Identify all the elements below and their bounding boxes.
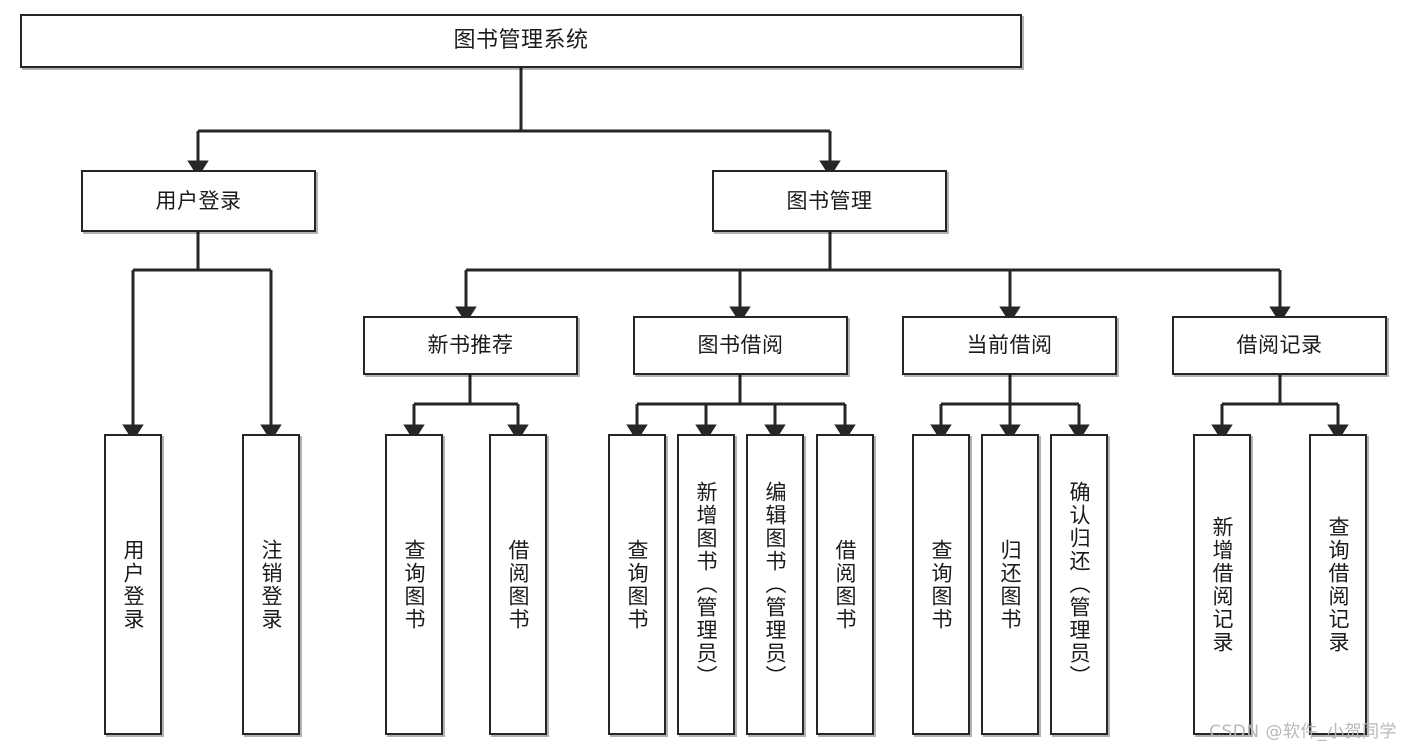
- node-leaf-borrow-book-1[interactable]: 借阅图书: [489, 434, 547, 735]
- node-root[interactable]: 图书管理系统: [20, 14, 1022, 68]
- node-leaf-user-login[interactable]: 用户登录: [104, 434, 162, 735]
- node-leaf-add-borrow-record[interactable]: 新增借阅记录: [1193, 434, 1251, 735]
- node-borrow-record-label: 借阅记录: [1236, 333, 1323, 358]
- node-leaf-query-book-3-label: 查询图书: [929, 538, 954, 631]
- node-leaf-query-book-2-label: 查询图书: [625, 538, 650, 631]
- node-leaf-borrow-book-2-label: 借阅图书: [833, 538, 858, 631]
- node-leaf-edit-book-label: 编辑图书（管理员）: [763, 481, 788, 688]
- node-leaf-add-book[interactable]: 新增图书（管理员）: [677, 434, 735, 735]
- node-leaf-borrow-book-1-label: 借阅图书: [506, 538, 531, 631]
- node-leaf-user-login-label: 用户登录: [121, 538, 146, 631]
- node-leaf-return-book[interactable]: 归还图书: [981, 434, 1039, 735]
- node-leaf-logout-login[interactable]: 注销登录: [242, 434, 300, 735]
- node-book-manage-label: 图书管理: [786, 188, 873, 213]
- node-book-borrow-label: 图书借阅: [697, 333, 784, 358]
- node-user-login[interactable]: 用户登录: [81, 170, 316, 232]
- node-leaf-query-book-1-label: 查询图书: [402, 538, 427, 631]
- node-leaf-borrow-book-2[interactable]: 借阅图书: [816, 434, 874, 735]
- node-book-manage[interactable]: 图书管理: [712, 170, 947, 232]
- node-leaf-return-book-label: 归还图书: [998, 538, 1023, 631]
- node-leaf-query-borrow-record-label: 查询借阅记录: [1326, 515, 1351, 654]
- node-leaf-edit-book[interactable]: 编辑图书（管理员）: [746, 434, 804, 735]
- node-leaf-query-book-2[interactable]: 查询图书: [608, 434, 666, 735]
- node-leaf-confirm-return[interactable]: 确认归还（管理员）: [1050, 434, 1108, 735]
- node-user-login-label: 用户登录: [155, 188, 242, 213]
- node-current-borrow-label: 当前借阅: [966, 333, 1053, 358]
- node-leaf-confirm-return-label: 确认归还（管理员）: [1067, 481, 1092, 688]
- node-book-borrow[interactable]: 图书借阅: [633, 316, 848, 375]
- node-leaf-add-book-label: 新增图书（管理员）: [694, 481, 719, 688]
- node-leaf-query-book-3[interactable]: 查询图书: [912, 434, 970, 735]
- node-current-borrow[interactable]: 当前借阅: [902, 316, 1117, 375]
- node-leaf-query-borrow-record[interactable]: 查询借阅记录: [1309, 434, 1367, 735]
- node-leaf-logout-login-label: 注销登录: [259, 538, 284, 631]
- node-borrow-record[interactable]: 借阅记录: [1172, 316, 1387, 375]
- node-root-label: 图书管理系统: [453, 28, 589, 54]
- watermark: CSDN @软件_小贺同学: [1209, 722, 1397, 742]
- node-leaf-query-book-1[interactable]: 查询图书: [385, 434, 443, 735]
- node-new-book-recommend[interactable]: 新书推荐: [363, 316, 578, 375]
- node-new-book-recommend-label: 新书推荐: [427, 333, 514, 358]
- node-leaf-add-borrow-record-label: 新增借阅记录: [1210, 515, 1235, 654]
